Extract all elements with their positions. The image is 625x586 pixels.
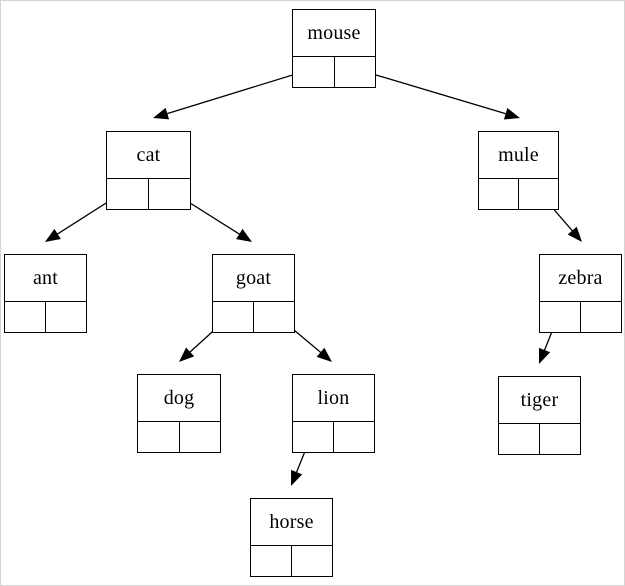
tree-node-mouse[interactable]: mouse	[292, 9, 376, 88]
edge-arrowhead	[316, 347, 332, 362]
node-label-ant: ant	[5, 255, 86, 302]
node-label-horse: horse	[251, 499, 332, 546]
right-pointer-cell-lion[interactable]	[334, 422, 374, 452]
right-pointer-cell-goat[interactable]	[254, 302, 294, 332]
left-pointer-cell-ant[interactable]	[5, 302, 46, 332]
edge-arrowhead	[45, 228, 61, 242]
left-pointer-cell-zebra[interactable]	[540, 302, 581, 332]
tree-node-tiger[interactable]: tiger	[498, 376, 581, 455]
tree-edge-mouse-to-mule	[355, 68, 520, 120]
tree-node-cat[interactable]: cat	[106, 131, 191, 210]
left-pointer-cell-mouse[interactable]	[293, 57, 335, 87]
node-label-tiger: tiger	[499, 377, 580, 424]
right-pointer-cell-cat[interactable]	[149, 179, 190, 209]
node-pointers-lion	[293, 422, 374, 452]
right-pointer-cell-ant[interactable]	[46, 302, 86, 332]
right-pointer-cell-dog[interactable]	[180, 422, 221, 452]
right-pointer-cell-horse[interactable]	[292, 546, 332, 576]
edge-arrowhead	[567, 226, 582, 242]
node-label-mouse: mouse	[293, 10, 375, 57]
right-pointer-cell-zebra[interactable]	[581, 302, 621, 332]
edge-arrowhead	[179, 347, 195, 362]
left-pointer-cell-tiger[interactable]	[499, 424, 540, 454]
node-pointers-zebra	[540, 302, 621, 332]
left-pointer-cell-cat[interactable]	[107, 179, 149, 209]
tree-node-mule[interactable]: mule	[478, 131, 559, 210]
edge-arrowhead	[153, 107, 170, 120]
tree-edge-mouse-to-cat	[153, 68, 313, 120]
node-label-mule: mule	[479, 132, 558, 179]
tree-node-dog[interactable]: dog	[137, 374, 221, 453]
edge-line	[163, 68, 313, 116]
edge-arrowhead	[236, 228, 252, 242]
node-pointers-tiger	[499, 424, 580, 454]
left-pointer-cell-dog[interactable]	[138, 422, 180, 452]
node-pointers-goat	[213, 302, 294, 332]
node-label-lion: lion	[293, 375, 374, 422]
left-pointer-cell-mule[interactable]	[479, 179, 519, 209]
tree-node-ant[interactable]: ant	[4, 254, 87, 333]
right-pointer-cell-mule[interactable]	[519, 179, 558, 209]
tree-node-horse[interactable]: horse	[250, 498, 333, 577]
left-pointer-cell-goat[interactable]	[213, 302, 254, 332]
left-pointer-cell-horse[interactable]	[251, 546, 292, 576]
edge-arrowhead	[539, 347, 551, 364]
left-pointer-cell-lion[interactable]	[293, 422, 334, 452]
node-pointers-dog	[138, 422, 220, 452]
right-pointer-cell-tiger[interactable]	[540, 424, 580, 454]
node-pointers-horse	[251, 546, 332, 576]
edge-line	[355, 68, 510, 116]
node-label-goat: goat	[213, 255, 294, 302]
edge-arrowhead	[291, 469, 303, 486]
right-pointer-cell-mouse[interactable]	[335, 57, 376, 87]
tree-node-lion[interactable]: lion	[292, 374, 375, 453]
node-pointers-mule	[479, 179, 558, 209]
node-pointers-ant	[5, 302, 86, 332]
node-label-zebra: zebra	[540, 255, 621, 302]
node-label-cat: cat	[107, 132, 190, 179]
node-label-dog: dog	[138, 375, 220, 422]
tree-node-goat[interactable]: goat	[212, 254, 295, 333]
tree-node-zebra[interactable]: zebra	[539, 254, 622, 333]
edge-arrowhead	[503, 107, 520, 120]
node-pointers-cat	[107, 179, 190, 209]
node-pointers-mouse	[293, 57, 375, 87]
